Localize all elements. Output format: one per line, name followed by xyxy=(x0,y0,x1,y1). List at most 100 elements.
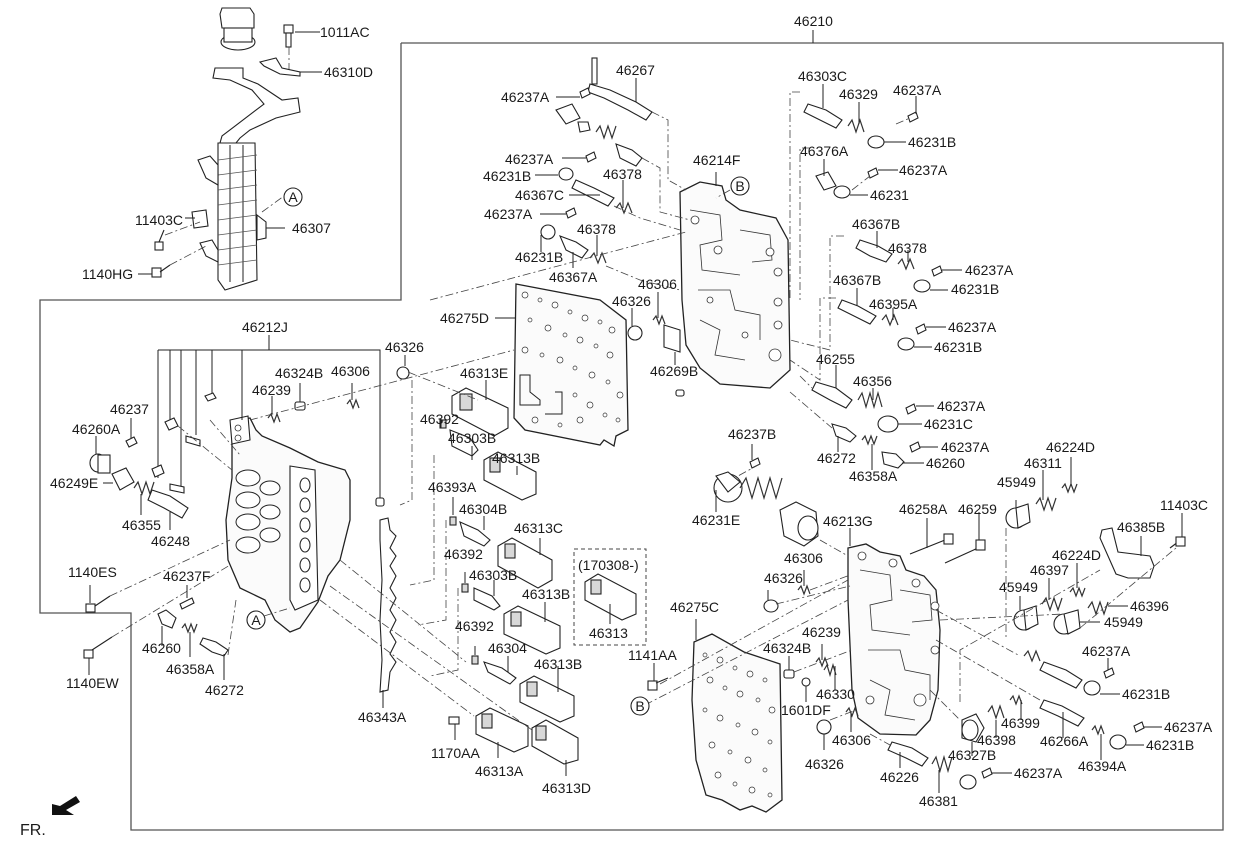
spring-46378-1[interactable] xyxy=(615,180,633,215)
solenoid-46313A[interactable] xyxy=(475,707,529,758)
label-1170AA[interactable]: 1170AA xyxy=(431,745,480,761)
label-46249E[interactable]: 46249E xyxy=(50,475,98,491)
label-46237A-5[interactable]: 46237A xyxy=(899,162,948,178)
label-46326-2[interactable]: 46326 xyxy=(385,339,424,355)
label-45949-3[interactable]: 45949 xyxy=(1104,614,1143,630)
label-46395A[interactable]: 46395A xyxy=(869,296,918,312)
valve-46367B-1[interactable] xyxy=(855,231,893,263)
label-46306-1[interactable]: 46306 xyxy=(638,276,677,292)
label-46260A[interactable]: 46260A xyxy=(72,421,121,437)
plug-46260A[interactable] xyxy=(89,436,111,474)
wiring-harness-46307[interactable] xyxy=(191,7,301,291)
bolt-1141AA[interactable] xyxy=(647,663,669,691)
label-46343A[interactable]: 46343A xyxy=(358,709,407,725)
label-46304B[interactable]: 46304B xyxy=(459,501,507,517)
spring-46398[interactable] xyxy=(987,704,1005,738)
label-46237A-10[interactable]: 46237A xyxy=(1014,765,1063,781)
label-46367B-2[interactable]: 46367B xyxy=(833,272,881,288)
label-46237A-3[interactable]: 46237A xyxy=(484,206,533,222)
label-46324B-2[interactable]: 46324B xyxy=(763,640,811,656)
label-46367B-1[interactable]: 46367B xyxy=(852,216,900,232)
plug-46231B-7[interactable] xyxy=(1109,734,1144,750)
label-46393A[interactable]: 46393A xyxy=(428,479,477,495)
label-46231B-5[interactable]: 46231B xyxy=(934,339,982,355)
lower-left-valve-body-46212J[interactable] xyxy=(151,335,385,633)
spring-46239-left[interactable] xyxy=(267,396,281,424)
label-46226[interactable]: 46226 xyxy=(880,769,919,785)
plug-46231B-2[interactable] xyxy=(540,224,556,252)
bolt-1140HG[interactable] xyxy=(138,244,209,278)
pin-46237A-6[interactable] xyxy=(931,265,962,277)
valve-46272-left[interactable] xyxy=(199,637,229,680)
label-46378-2[interactable]: 46378 xyxy=(577,221,616,237)
plug-46231C[interactable] xyxy=(877,415,922,433)
valve-46367C[interactable] xyxy=(569,179,615,207)
bracket-46385B[interactable] xyxy=(1099,527,1155,579)
label-46306-3[interactable]: 46306 xyxy=(784,550,823,566)
bracket-46310D[interactable] xyxy=(258,57,322,77)
label-46269B[interactable]: 46269B xyxy=(650,363,698,379)
label-46212J[interactable]: 46212J xyxy=(242,319,288,335)
spring-46399[interactable] xyxy=(1009,694,1023,720)
solenoid-46313D[interactable] xyxy=(531,719,579,776)
label-46398[interactable]: 46398 xyxy=(977,732,1016,748)
label-46326-4[interactable]: 46326 xyxy=(805,756,844,772)
label-46324B-1[interactable]: 46324B xyxy=(275,365,323,381)
label-46313D[interactable]: 46313D xyxy=(542,780,591,796)
spring-46330[interactable] xyxy=(823,662,837,690)
label-46231E[interactable]: 46231E xyxy=(692,512,740,528)
valve-46367B-2[interactable] xyxy=(837,288,877,325)
label-46313E[interactable]: 46313E xyxy=(460,365,508,381)
label-46258A[interactable]: 46258A xyxy=(899,501,948,517)
plug-46324B-left[interactable] xyxy=(294,383,306,411)
label-46272-2[interactable]: 46272 xyxy=(205,682,244,698)
label-46378-1[interactable]: 46378 xyxy=(603,166,642,182)
label-46313B-2[interactable]: 46313B xyxy=(522,586,570,602)
plug-46231B-3[interactable] xyxy=(867,135,906,149)
pin-46237A-8[interactable] xyxy=(905,403,934,415)
valve-46367A[interactable] xyxy=(558,235,589,268)
label-46396[interactable]: 46396 xyxy=(1130,598,1169,614)
plug-46324B-lower[interactable] xyxy=(783,656,795,679)
label-1601DF[interactable]: 1601DF xyxy=(781,702,831,718)
spring-46306-lower-1[interactable] xyxy=(797,570,811,596)
label-45949-1[interactable]: 45949 xyxy=(997,474,1036,490)
bolt-1011AC[interactable] xyxy=(283,24,320,70)
label-46392-1[interactable]: 46392 xyxy=(420,411,459,427)
label-46266A[interactable]: 46266A xyxy=(1040,733,1089,749)
separator-plate-46275C[interactable] xyxy=(691,619,783,813)
note-box-part[interactable]: 46313 xyxy=(589,625,628,641)
bolt-46259[interactable] xyxy=(944,512,986,564)
label-46310D[interactable]: 46310D xyxy=(324,64,373,80)
label-46311[interactable]: 46311 xyxy=(1024,455,1062,471)
spring-46397[interactable] xyxy=(1041,578,1063,612)
label-11403C-right[interactable]: 11403C xyxy=(1160,497,1208,513)
label-46239-1[interactable]: 46239 xyxy=(252,382,291,398)
cover-46231E[interactable] xyxy=(713,471,743,512)
label-46306-2[interactable]: 46306 xyxy=(331,363,370,379)
label-46267[interactable]: 46267 xyxy=(616,62,655,78)
label-46231B-3[interactable]: 46231B xyxy=(908,134,956,150)
label-1140HG[interactable]: 1140HG xyxy=(82,266,133,282)
label-46248[interactable]: 46248 xyxy=(151,533,190,549)
label-46358A-1[interactable]: 46358A xyxy=(849,468,898,484)
label-46313B-3[interactable]: 46313B xyxy=(534,656,582,672)
pin-46237A-9[interactable] xyxy=(909,441,938,453)
gasket-46343A[interactable] xyxy=(379,517,397,708)
valve-46304[interactable] xyxy=(483,656,517,685)
label-46330[interactable]: 46330 xyxy=(816,686,855,702)
pin-46237A-11[interactable] xyxy=(1133,721,1162,733)
valve-row-46231B-6[interactable] xyxy=(1023,649,1120,696)
upper-valve-body-46214F[interactable] xyxy=(679,172,791,389)
valve-46304B[interactable] xyxy=(459,516,491,547)
label-46392-3[interactable]: 46392 xyxy=(455,618,494,634)
label-46210[interactable]: 46210 xyxy=(794,13,833,29)
separator-plate-46275D[interactable] xyxy=(495,283,629,448)
spring-46306-upper[interactable] xyxy=(652,292,666,326)
sleeve-upper-1[interactable] xyxy=(555,103,643,167)
label-46224D-1[interactable]: 46224D xyxy=(1046,439,1095,455)
label-46272-1[interactable]: 46272 xyxy=(817,450,856,466)
piston-46327B[interactable] xyxy=(961,713,985,756)
label-46327B[interactable]: 46327B xyxy=(948,747,996,763)
solenoid-46313B-2[interactable] xyxy=(503,602,561,655)
